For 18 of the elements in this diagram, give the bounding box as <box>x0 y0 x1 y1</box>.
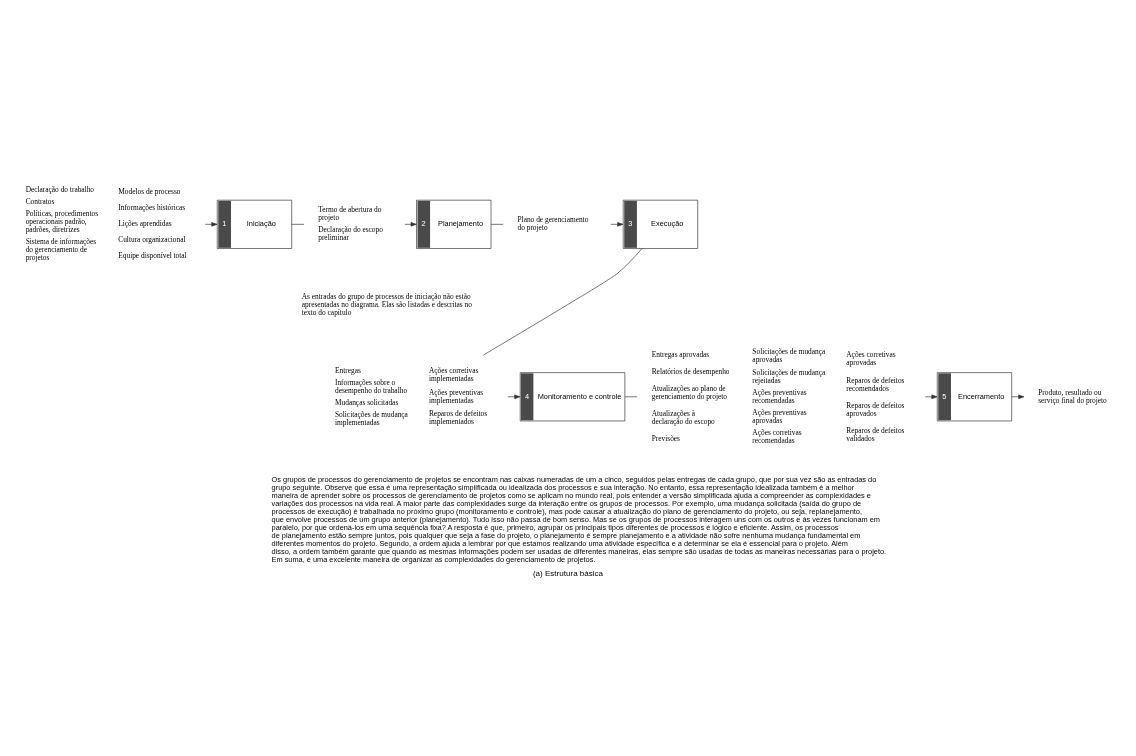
connector <box>624 396 638 398</box>
node-text: Entregas Informações sobre o desempenho do trabalho Mudanças solicitadas Solicitações de mudança implementadas Ações corretivas implementadas Ações preventivas implementadas Reparos de defeitos implementados <box>334 365 488 427</box>
node-text: Declaração do trabalho Contratos Políticas, procedimentos operacionais padrão, padrões, diretrizes Sistema de informações do gerenciamento de projetos Modelos de processo Informações históricas Lições aprendidas Cultura organizacional Equipe disponível total <box>25 185 187 263</box>
node-text: Produto, resultado ou serviço final do projeto <box>1038 387 1107 405</box>
label: Os grupos de processos do gerenciamento de projetos se encontram nas caixas numeradas de um a cinco, seguidos pelas entregas de cada grupo, que por sua vez são as entradas do grupo seguinte. Observe que essa é uma representação simplificada ou idealizada dos processos e sua interação. No entanto, essa representação idealizada também é a melhor maneira de aprender sobre os processos de gerenciamento de projetos como se aplicam no mundo real, pois entender a versão simplificada ajuda a compreender as complexidades e variações dos processos na vida real. A maior parte das complexidades surge da interação entre os grupos de processos. Por exemplo, uma mudança solicitada (saída do grupo de processos de execução) é trabalhada no próximo grupo (monitoramento e controle), mas pode causar a atualização do plano de gerenciamento do projeto, ou seja, replanejamento, que envolve processos de um grupo anterior (planejamento). Tudo isso não passa de bom senso. Mas se os grupos de processos interagem uns com os outros e às vezes funcionam em paralelo, por que ordená-los em uma sequência fixa? A resposta é que, primeiro, agrupar os principais tipos diferentes de processos é lógico e eficiente. Assim, os processos de planejamento estão sempre juntos, pois qualquer que seja a fase do projeto, o planejamento é sempre planejamento e a atividade não sofre nenhuma mudança fundamental em diferentes momentos do projeto. Segundo, a ordem ajuda a lembrar por que estamos realizando uma atividade específica e a determinar se ela é essencial para o projeto. Além disso, a ordem também garante que quando as mesmas informações podem ser usadas de diferentes maneiras, elas sempre são usadas de todas as maneiras necessárias para o projeto. Em suma, é uma excelente maneira de organizar as complexidades do gerenciamento de projetos. <box>271 474 887 565</box>
connector <box>490 224 504 225</box>
arrow <box>404 222 417 227</box>
node-text: Entregas aprovadas Relatórios de desempenho Atualizações ao plano de gerenciamento do projeto Atualizações à declaração do escopo Previsões Solicitações de mudança aprovadas Solicitações de mudança rejeitadas Ações preventivas recomendadas Ações preventivas aprovadas Ações corretivas recomendadas Ações corretivas aprovadas Reparos de defeitos recomendados Reparos de defeitos aprovados Reparos de defeitos validados <box>651 347 905 445</box>
label: As entradas do grupo de processos de iniciação não estão apresentadas no diagrama. Elas são listadas e descritas no texto do capítulo <box>301 292 472 318</box>
connector <box>291 224 305 225</box>
arrow <box>610 222 624 227</box>
node-text: Termo de abertura do projeto Declaração do escopo preliminar <box>318 205 383 243</box>
arrow <box>924 394 938 399</box>
arrow <box>205 222 218 227</box>
node-text: Plano de gerenciamento do projeto <box>517 215 589 233</box>
arrow <box>507 394 521 399</box>
connector <box>482 248 643 356</box>
arrow <box>1011 394 1025 399</box>
